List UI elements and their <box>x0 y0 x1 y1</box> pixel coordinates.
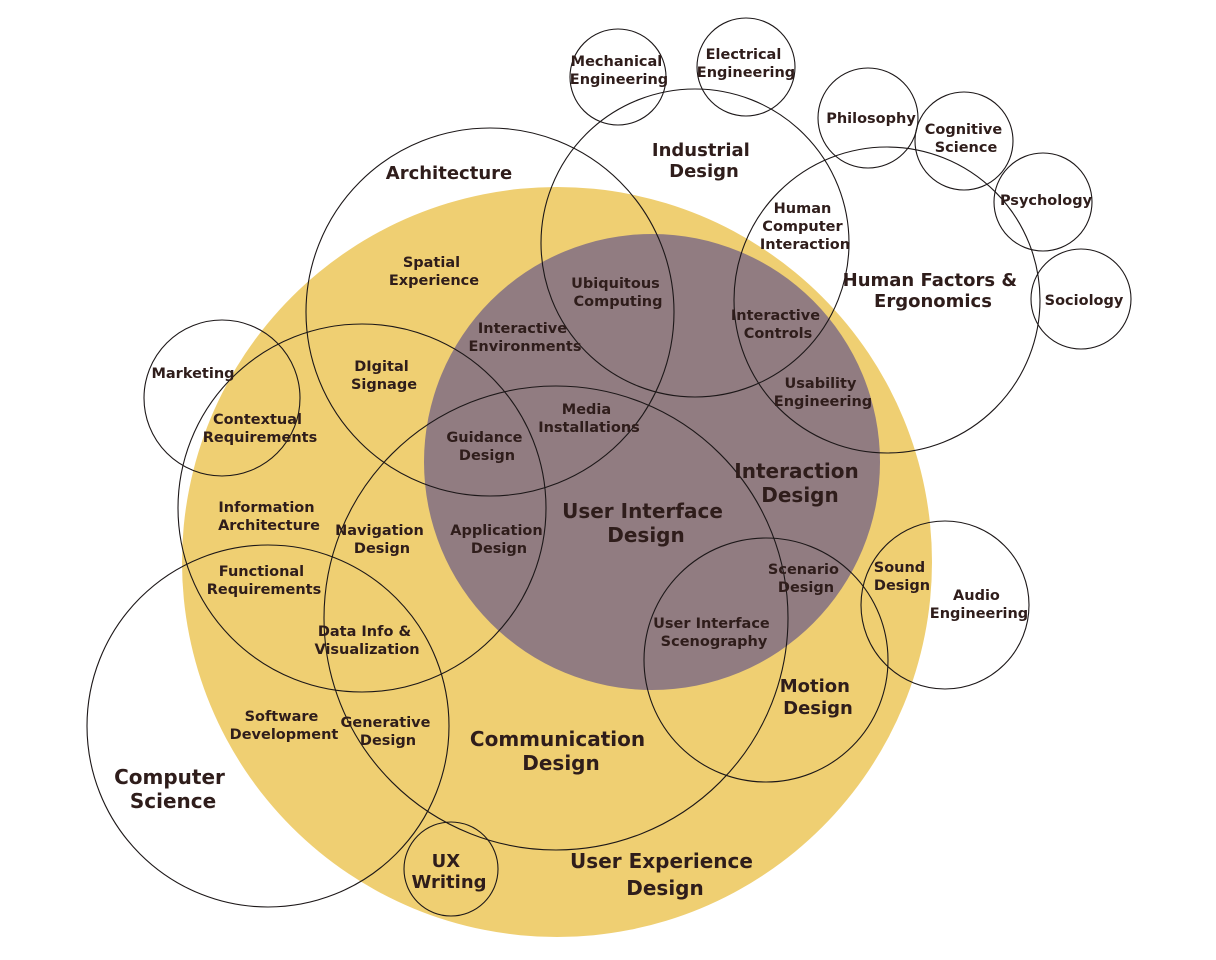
interactive-controls-label: Interactive Controls <box>731 308 825 342</box>
marketing-label: Marketing <box>151 366 234 382</box>
user-interface-scenography-label: User Interface Scenography <box>653 616 775 650</box>
guidance-design-label: Guidance Design <box>446 430 527 464</box>
software-development-label: Software Development <box>230 709 339 743</box>
audio-engineering-circle <box>860 520 1030 690</box>
communication-design-circle <box>323 385 789 851</box>
architecture-circle <box>305 127 675 497</box>
application-design-label: Application Design <box>450 523 548 557</box>
mechanical-engineering-circle <box>569 28 667 126</box>
architecture-label: Architecture <box>386 163 512 184</box>
psychology-label: Psychology <box>1000 193 1093 209</box>
data-info-visualization-label: Data Info & Visualization <box>314 624 419 658</box>
information-architecture-label: Information Architecture <box>218 500 320 534</box>
contextual-requirements-label: Contextual Requirements <box>203 412 318 446</box>
interaction-design-region <box>424 234 880 690</box>
ubiquitous-computing-label: Ubiquitous Computing <box>571 276 665 310</box>
electrical-engineering-label: Electrical Engineering <box>697 47 795 81</box>
computer-science-circle <box>86 544 450 908</box>
information-architecture-circle <box>177 323 547 693</box>
human-factors-ergonomics-circle <box>733 146 1041 454</box>
mechanical-engineering-label: Mechanical Engineering <box>570 54 668 88</box>
spatial-experience-label: Spatial Experience <box>389 255 479 289</box>
functional-requirements-label: Functional Requirements <box>207 564 322 598</box>
human-computer-interaction-label: Human Computer Interaction <box>760 201 850 253</box>
communication-design-label: Communication Design <box>470 727 652 775</box>
sound-design-label: Sound Design <box>874 560 931 594</box>
ux-writing-circle <box>403 821 499 917</box>
philosophy-label: Philosophy <box>826 111 916 127</box>
usability-engineering-label: Usability Engineering <box>774 376 872 410</box>
cognitive-science-circle <box>914 91 1014 191</box>
interactive-environments-label: Interactive Environments <box>469 321 582 355</box>
user-interface-design-label: User Interface Design <box>562 499 730 547</box>
marketing-circle <box>143 319 301 477</box>
computer-science-label: Computer Science <box>114 765 232 813</box>
audio-engineering-label: Audio Engineering <box>930 588 1028 622</box>
media-installations-label: Media Installations <box>538 402 640 436</box>
motion-design-circle <box>643 537 889 783</box>
motion-design-label: Motion Design <box>780 676 857 719</box>
cognitive-science-label: Cognitive Science <box>925 122 1008 156</box>
electrical-engineering-circle <box>696 17 796 117</box>
psychology-circle <box>993 152 1093 252</box>
ux-writing-label: UX Writing <box>411 851 486 893</box>
sociology-label: Sociology <box>1045 293 1124 309</box>
sociology-circle <box>1030 248 1132 350</box>
digital-signage-label: DIgital Signage <box>351 359 417 393</box>
generative-design-label: Generative Design <box>340 715 435 749</box>
discipline-outlines <box>86 17 1132 917</box>
navigation-design-label: Navigation Design <box>335 523 429 557</box>
user-experience-design-label: User Experience Design <box>570 849 760 900</box>
human-factors-ergonomics-label: Human Factors & Ergonomics <box>843 270 1024 312</box>
industrial-design-label: Industrial Design <box>652 140 756 182</box>
industrial-design-circle <box>540 88 850 398</box>
philosophy-circle <box>817 67 919 169</box>
scenario-design-label: Scenario Design <box>768 562 844 596</box>
interaction-design-label: Interaction Design <box>734 459 865 507</box>
